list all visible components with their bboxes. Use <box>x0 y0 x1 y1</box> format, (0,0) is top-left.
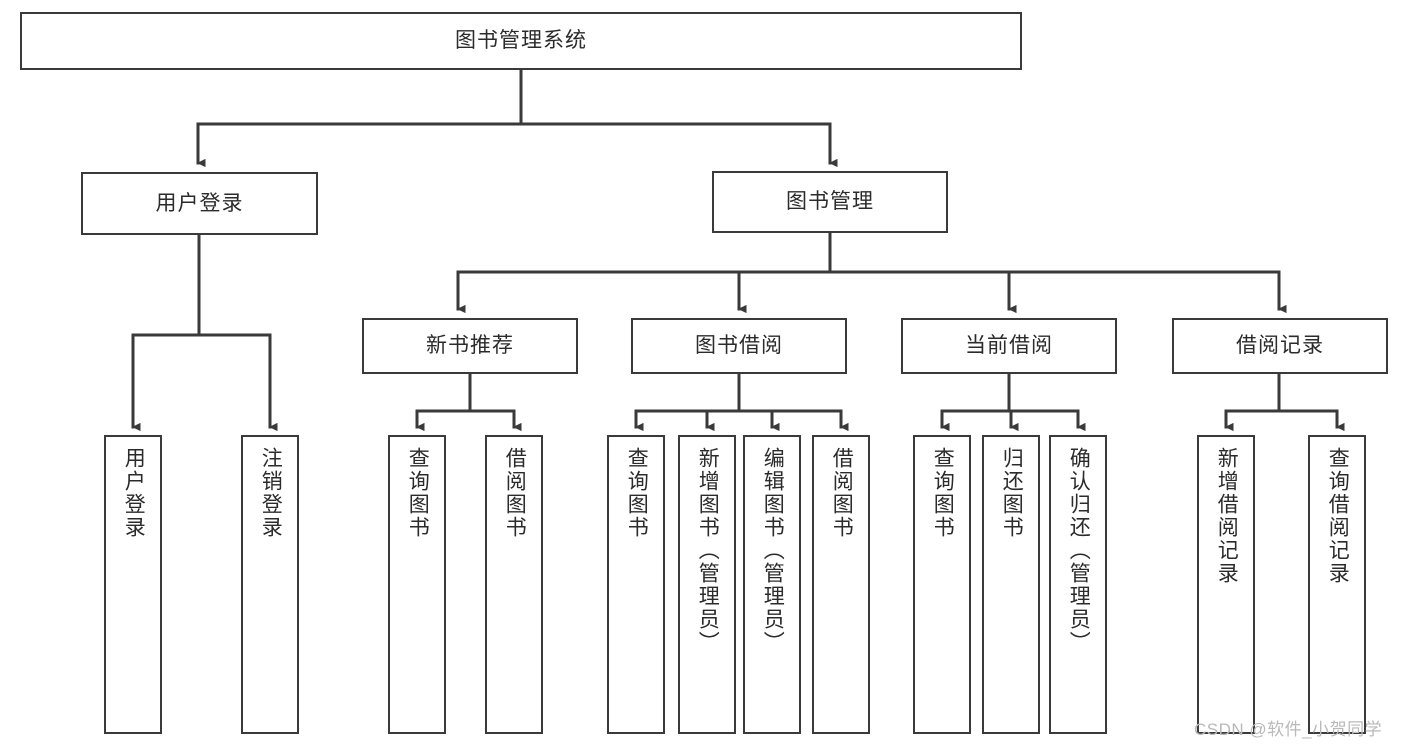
leaf-current-borrow-query-label: 查询图书 <box>931 447 955 539</box>
node-book-borrow[interactable]: 图书借阅 <box>631 318 847 374</box>
leaf-book-borrow-query-label: 查询图书 <box>625 447 649 539</box>
leaf-new-book-borrow-label: 借阅图书 <box>503 447 527 539</box>
node-root-label: 图书管理系统 <box>455 29 587 53</box>
node-user-login-label: 用户登录 <box>155 191 244 215</box>
leaf-book-borrow-borrow-label: 借阅图书 <box>830 447 854 539</box>
leaf-current-borrow-return[interactable]: 归还图书 <box>982 435 1040 734</box>
leaf-new-book-query-label: 查询图书 <box>406 447 430 539</box>
leaf-current-borrow-return-label: 归还图书 <box>1000 447 1024 539</box>
node-new-book-recommend[interactable]: 新书推荐 <box>362 318 578 374</box>
leaf-borrow-record-add-label: 新增借阅记录 <box>1215 447 1239 585</box>
leaf-borrow-record-query-label: 查询借阅记录 <box>1326 447 1350 585</box>
leaf-new-book-borrow[interactable]: 借阅图书 <box>485 435 543 734</box>
leaf-user-login-login-label: 用户登录 <box>122 447 146 539</box>
leaf-user-login-logout-label: 注销登录 <box>259 447 283 539</box>
leaf-current-borrow-query[interactable]: 查询图书 <box>913 435 971 734</box>
leaf-new-book-query[interactable]: 查询图书 <box>388 435 446 734</box>
node-current-borrow[interactable]: 当前借阅 <box>901 318 1117 374</box>
leaf-current-borrow-confirm-return[interactable]: 确认归还（管理员） <box>1049 435 1107 734</box>
leaf-current-borrow-confirm-return-label: 确认归还（管理员） <box>1067 447 1091 654</box>
leaf-book-borrow-query[interactable]: 查询图书 <box>607 435 665 734</box>
leaf-book-borrow-add-label: 新增图书（管理员） <box>696 447 720 654</box>
csdn-watermark: CSDN @软件_小贺同学 <box>1194 720 1383 739</box>
leaf-book-borrow-borrow[interactable]: 借阅图书 <box>812 435 870 734</box>
leaf-borrow-record-add[interactable]: 新增借阅记录 <box>1197 435 1255 734</box>
leaf-book-borrow-edit-label: 编辑图书（管理员） <box>761 447 785 654</box>
node-book-management-label: 图书管理 <box>786 190 874 214</box>
node-book-management[interactable]: 图书管理 <box>712 171 948 233</box>
node-new-book-recommend-label: 新书推荐 <box>426 334 514 358</box>
node-user-login[interactable]: 用户登录 <box>81 172 318 235</box>
node-current-borrow-label: 当前借阅 <box>965 334 1053 358</box>
leaf-user-login-login[interactable]: 用户登录 <box>104 435 162 734</box>
leaf-book-borrow-add[interactable]: 新增图书（管理员） <box>678 435 736 734</box>
leaf-borrow-record-query[interactable]: 查询借阅记录 <box>1308 435 1366 734</box>
node-root-library-system[interactable]: 图书管理系统 <box>20 12 1022 70</box>
node-book-borrow-label: 图书借阅 <box>695 334 783 358</box>
leaf-user-login-logout[interactable]: 注销登录 <box>241 435 299 734</box>
node-borrow-record-label: 借阅记录 <box>1236 334 1324 358</box>
leaf-book-borrow-edit[interactable]: 编辑图书（管理员） <box>743 435 801 734</box>
node-borrow-record[interactable]: 借阅记录 <box>1172 318 1388 374</box>
